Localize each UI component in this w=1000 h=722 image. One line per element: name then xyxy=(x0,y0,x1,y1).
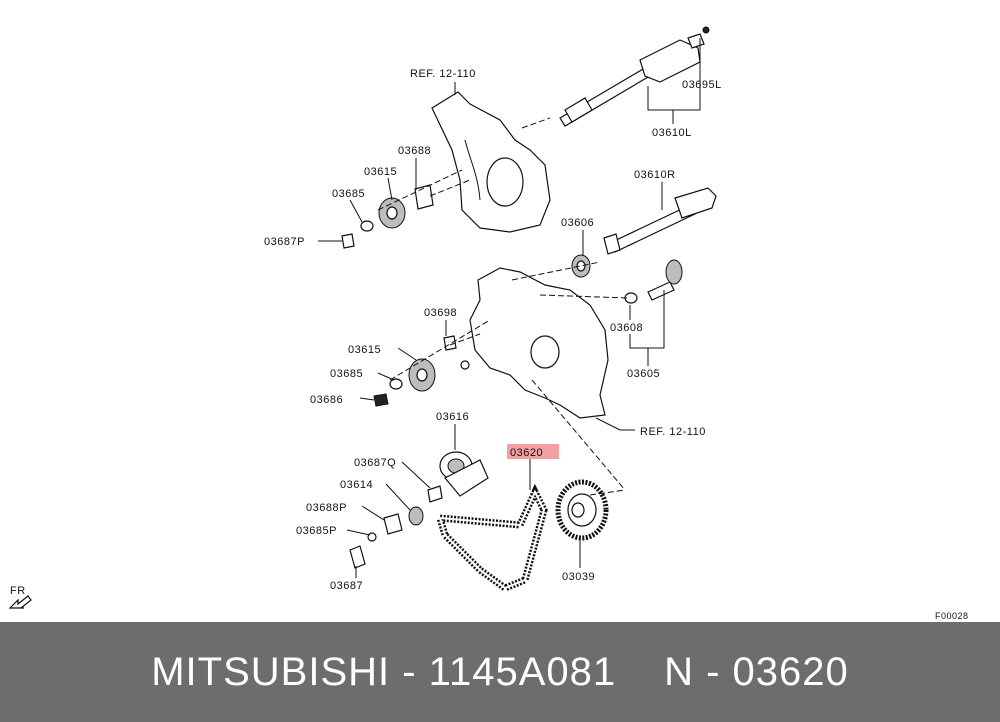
assembly-lines xyxy=(377,117,629,496)
front-arrow-icon xyxy=(8,595,32,609)
balance-shaft-left xyxy=(559,26,710,127)
label-03616: 03616 xyxy=(436,411,469,423)
label-fr: FR xyxy=(10,585,26,597)
label-03606: 03606 xyxy=(561,217,594,229)
label-03686: 03686 xyxy=(310,394,343,406)
label-03039: 03039 xyxy=(562,571,595,583)
label-03687P: 03687P xyxy=(264,236,305,248)
label-03698: 03698 xyxy=(424,307,457,319)
idler-upper xyxy=(341,184,434,249)
label-03685-lower: 03685 xyxy=(330,368,363,380)
footer-catalog-number: N - 03620 xyxy=(664,649,849,694)
label-03610R: 03610R xyxy=(634,169,676,181)
label-03615-upper: 03615 xyxy=(364,166,397,178)
pulley-03614 xyxy=(349,506,424,569)
label-03610L: 03610L xyxy=(652,127,692,139)
parts-diagram: REF. 12-110 03695L 03610L 03688 03615 03… xyxy=(8,26,969,621)
label-03687: 03687 xyxy=(330,580,363,592)
crank-sprocket-03039 xyxy=(555,479,609,541)
upper-housing xyxy=(431,91,551,233)
figure-code: F00028 xyxy=(935,611,969,621)
footer-bar: MITSUBISHI - 1145A081 N - 03620 xyxy=(0,622,1000,722)
footer-brand-part: MITSUBISHI - 1145A081 xyxy=(151,649,617,694)
lower-housing xyxy=(460,267,609,419)
label-ref-mid: REF. 12-110 xyxy=(640,426,706,438)
label-03605: 03605 xyxy=(627,368,660,380)
label-03615-lower: 03615 xyxy=(348,344,381,356)
footer-caption: MITSUBISHI - 1145A081 N - 03620 xyxy=(0,622,1000,722)
label-03687Q: 03687Q xyxy=(354,457,396,469)
tensioner-03616 xyxy=(427,451,489,503)
label-03688: 03688 xyxy=(398,145,431,157)
highlight-box xyxy=(507,444,559,459)
label-03685P: 03685P xyxy=(296,525,337,537)
sprocket-03606 xyxy=(571,254,591,278)
label-03695L: 03695L xyxy=(682,79,722,91)
timing-belt-03620 xyxy=(435,483,548,592)
part-labels: REF. 12-110 03695L 03610L 03688 03615 03… xyxy=(10,68,969,621)
balance-shaft-right xyxy=(603,187,717,255)
label-03685-upper: 03685 xyxy=(332,188,365,200)
label-03608: 03608 xyxy=(610,322,643,334)
label-03614: 03614 xyxy=(340,479,373,491)
shaft-03605 xyxy=(624,259,683,304)
idler-lower xyxy=(373,335,457,407)
leader-lines xyxy=(318,38,701,578)
label-03620: 03620 xyxy=(510,447,543,459)
label-ref-top: REF. 12-110 xyxy=(410,68,476,80)
label-03688P: 03688P xyxy=(306,502,347,514)
